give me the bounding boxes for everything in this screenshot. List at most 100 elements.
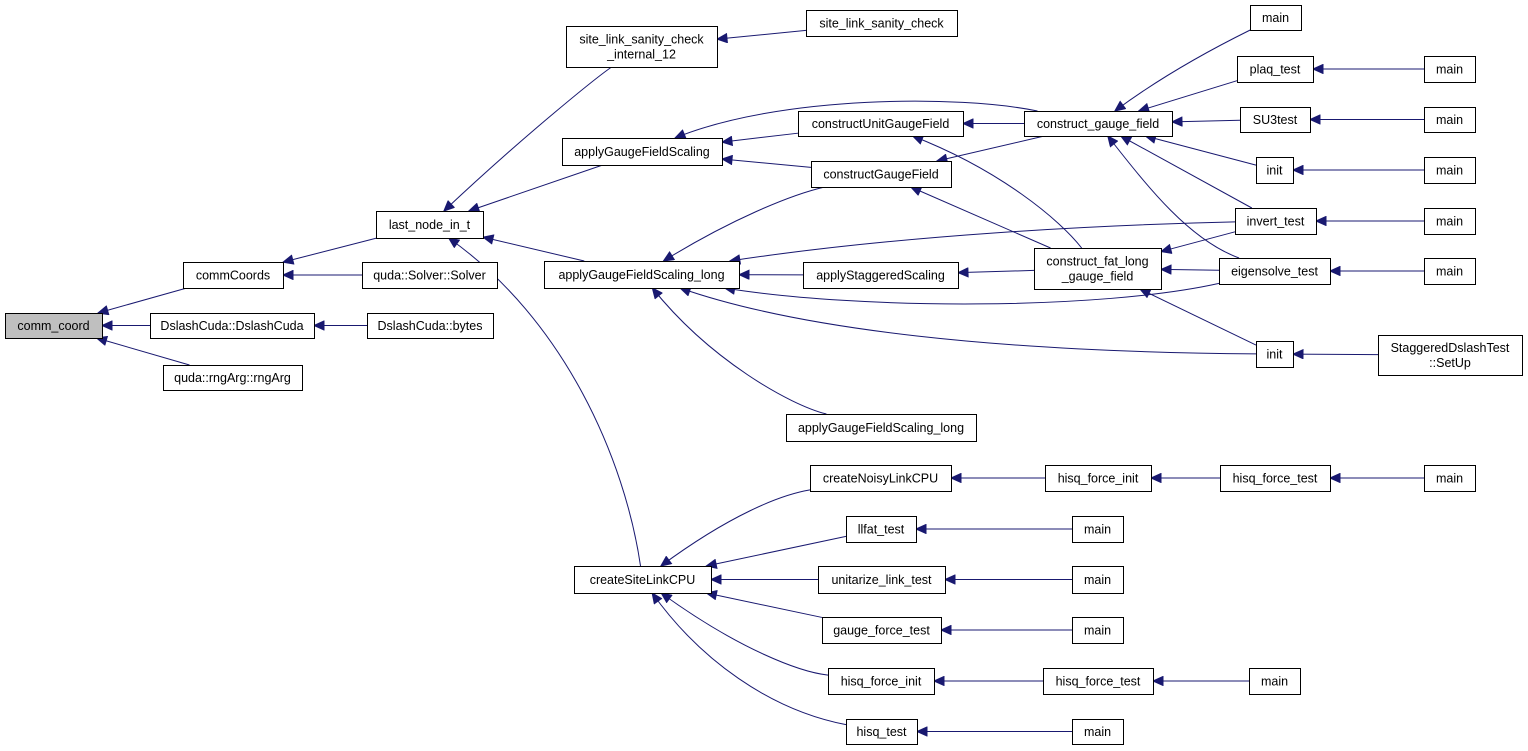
node-hisq-force-init-a[interactable]: hisq_force_init — [1045, 465, 1152, 492]
node-box — [1256, 157, 1294, 184]
edge-applyGFS-to-constructUnitGaugeField — [722, 132, 799, 142]
node-box — [786, 414, 977, 442]
edge-applyGFSL-to-invert_test — [730, 221, 1236, 261]
node-box — [1072, 566, 1124, 594]
node-gauge-force-test[interactable]: gauge_force_test — [822, 617, 942, 644]
node-invert-test[interactable]: invert_test — [1235, 208, 1317, 235]
node-constructgaugefield[interactable]: constructGaugeField — [811, 161, 952, 188]
node-box — [1034, 248, 1162, 290]
node-label: hisq_force_test — [1056, 675, 1141, 689]
node-hisq-force-test-b[interactable]: hisq_force_test — [1043, 668, 1154, 695]
node-hisq-test[interactable]: hisq_test — [846, 719, 918, 745]
node-applystaggeredscaling[interactable]: applyStaggeredScaling — [803, 262, 959, 289]
node-label: llfat_test — [858, 523, 905, 537]
node-label: SU3test — [1253, 113, 1298, 127]
node-label: applyGaugeFieldScaling — [574, 145, 710, 159]
node-box — [5, 313, 103, 339]
node-box — [810, 465, 952, 492]
node-init-a[interactable]: init — [1256, 157, 1294, 184]
node-label: main — [1436, 63, 1463, 77]
node-label: plaq_test — [1250, 63, 1301, 77]
node-init-b[interactable]: init — [1256, 341, 1294, 368]
node-label: construct_fat_long — [1046, 255, 1148, 269]
node-main-plaq[interactable]: main — [1424, 56, 1476, 83]
node-applygfs[interactable]: applyGaugeFieldScaling — [562, 138, 723, 166]
node-label: StaggeredDslashTest — [1391, 341, 1510, 355]
edge-last_node_in_t-to-applyGFSL — [483, 237, 585, 262]
node-main-eigen[interactable]: main — [1424, 258, 1476, 285]
node-main-invert[interactable]: main — [1424, 208, 1476, 235]
node-label: hisq_test — [856, 725, 907, 739]
node-label: applyStaggeredScaling — [816, 269, 945, 283]
edge-comm_coord-to-rngArg — [97, 338, 190, 366]
node-label: comm_coord — [17, 319, 89, 333]
node-dslashcuda-bytes[interactable]: DslashCuda::bytes — [367, 313, 494, 339]
node-box — [566, 26, 718, 68]
node-label: ::SetUp — [1429, 356, 1471, 370]
edge-commCoords-to-last_node_in_t — [283, 237, 378, 262]
node-box — [798, 111, 964, 137]
node-unitarize-link-test[interactable]: unitarize_link_test — [818, 566, 946, 594]
node-llfat-test[interactable]: llfat_test — [846, 516, 917, 543]
node-last-node-in-t[interactable]: last_node_in_t — [376, 211, 484, 239]
node-construct-fat-long[interactable]: construct_fat_long_gauge_field — [1034, 248, 1162, 290]
edges-layer — [97, 29, 1424, 732]
edge-last_node_in_t-to-sanity_internal — [444, 66, 612, 211]
node-box — [376, 211, 484, 239]
node-label: main — [1084, 573, 1111, 587]
node-sanity-internal[interactable]: site_link_sanity_check_internal_12 — [566, 26, 718, 68]
node-hisq-force-test-a[interactable]: hisq_force_test — [1220, 465, 1331, 492]
node-eigensolve-test[interactable]: eigensolve_test — [1219, 258, 1331, 285]
node-label: init — [1267, 164, 1284, 178]
node-main-su3[interactable]: main — [1424, 107, 1476, 133]
node-main-gauge[interactable]: main — [1072, 617, 1124, 644]
edge-applyGFSL-to-applyGFSL2 — [652, 288, 827, 415]
node-box — [1424, 107, 1476, 133]
edge-createSiteLinkCPU-to-llfat_test — [706, 535, 847, 566]
node-box — [803, 262, 959, 289]
node-box — [811, 161, 952, 188]
node-box — [1424, 465, 1476, 492]
node-main-hisq-force-b[interactable]: main — [1249, 668, 1301, 695]
node-main-top[interactable]: main — [1250, 5, 1302, 31]
node-box — [1256, 341, 1294, 368]
node-label: main — [1436, 472, 1463, 486]
node-main-hisq-force-a[interactable]: main — [1424, 465, 1476, 492]
node-setup[interactable]: StaggeredDslashTest::SetUp — [1378, 335, 1523, 376]
node-applygfsl2[interactable]: applyGaugeFieldScaling_long — [786, 414, 977, 442]
node-comm-coord[interactable]: comm_coord — [5, 313, 103, 339]
node-box — [1235, 208, 1317, 235]
node-applygfsl[interactable]: applyGaugeFieldScaling_long — [544, 261, 740, 289]
node-rngarg[interactable]: quda::rngArg::rngArg — [163, 365, 303, 391]
node-constructunitgaugefield[interactable]: constructUnitGaugeField — [798, 111, 964, 137]
node-createsitelinkcpu[interactable]: createSiteLinkCPU — [574, 566, 712, 594]
node-box — [1250, 5, 1302, 31]
node-box — [574, 566, 712, 594]
node-box — [1378, 335, 1523, 376]
edge-createSiteLinkCPU-to-createNoisyLinkCPU — [661, 489, 811, 566]
node-label: main — [1436, 265, 1463, 279]
node-box — [1424, 56, 1476, 83]
node-box — [1219, 258, 1331, 285]
node-label: main — [1436, 215, 1463, 229]
node-main-unitarize[interactable]: main — [1072, 566, 1124, 594]
node-sanity[interactable]: site_link_sanity_check — [806, 10, 958, 37]
node-box — [1424, 258, 1476, 285]
node-su3test[interactable]: SU3test — [1240, 107, 1311, 133]
edge-last_node_in_t-to-applyGFS — [469, 164, 603, 211]
edge-construct_gauge_field-to-main_top — [1115, 29, 1251, 111]
node-main-init[interactable]: main — [1424, 157, 1476, 184]
node-main-llfat[interactable]: main — [1072, 516, 1124, 543]
edge-construct_fat_long-to-eigensolve_test — [1161, 269, 1220, 270]
node-label: hisq_force_init — [1058, 472, 1139, 486]
edge-applyStaggeredScaling-to-construct_fat_long — [958, 270, 1035, 272]
node-commcoords[interactable]: commCoords — [183, 262, 284, 289]
node-createnoisylinkcpu[interactable]: createNoisyLinkCPU — [810, 465, 952, 492]
node-construct-gauge-field[interactable]: construct_gauge_field — [1024, 111, 1173, 137]
node-hisq-force-init-b[interactable]: hisq_force_init — [828, 668, 935, 695]
node-solver[interactable]: quda::Solver::Solver — [362, 262, 498, 289]
node-dslashcuda-dslashcuda[interactable]: DslashCuda::DslashCuda — [150, 313, 315, 339]
edge-construct_gauge_field-to-init_a — [1145, 136, 1257, 166]
node-plaq-test[interactable]: plaq_test — [1237, 56, 1314, 83]
node-main-hisq-test[interactable]: main — [1072, 719, 1124, 745]
